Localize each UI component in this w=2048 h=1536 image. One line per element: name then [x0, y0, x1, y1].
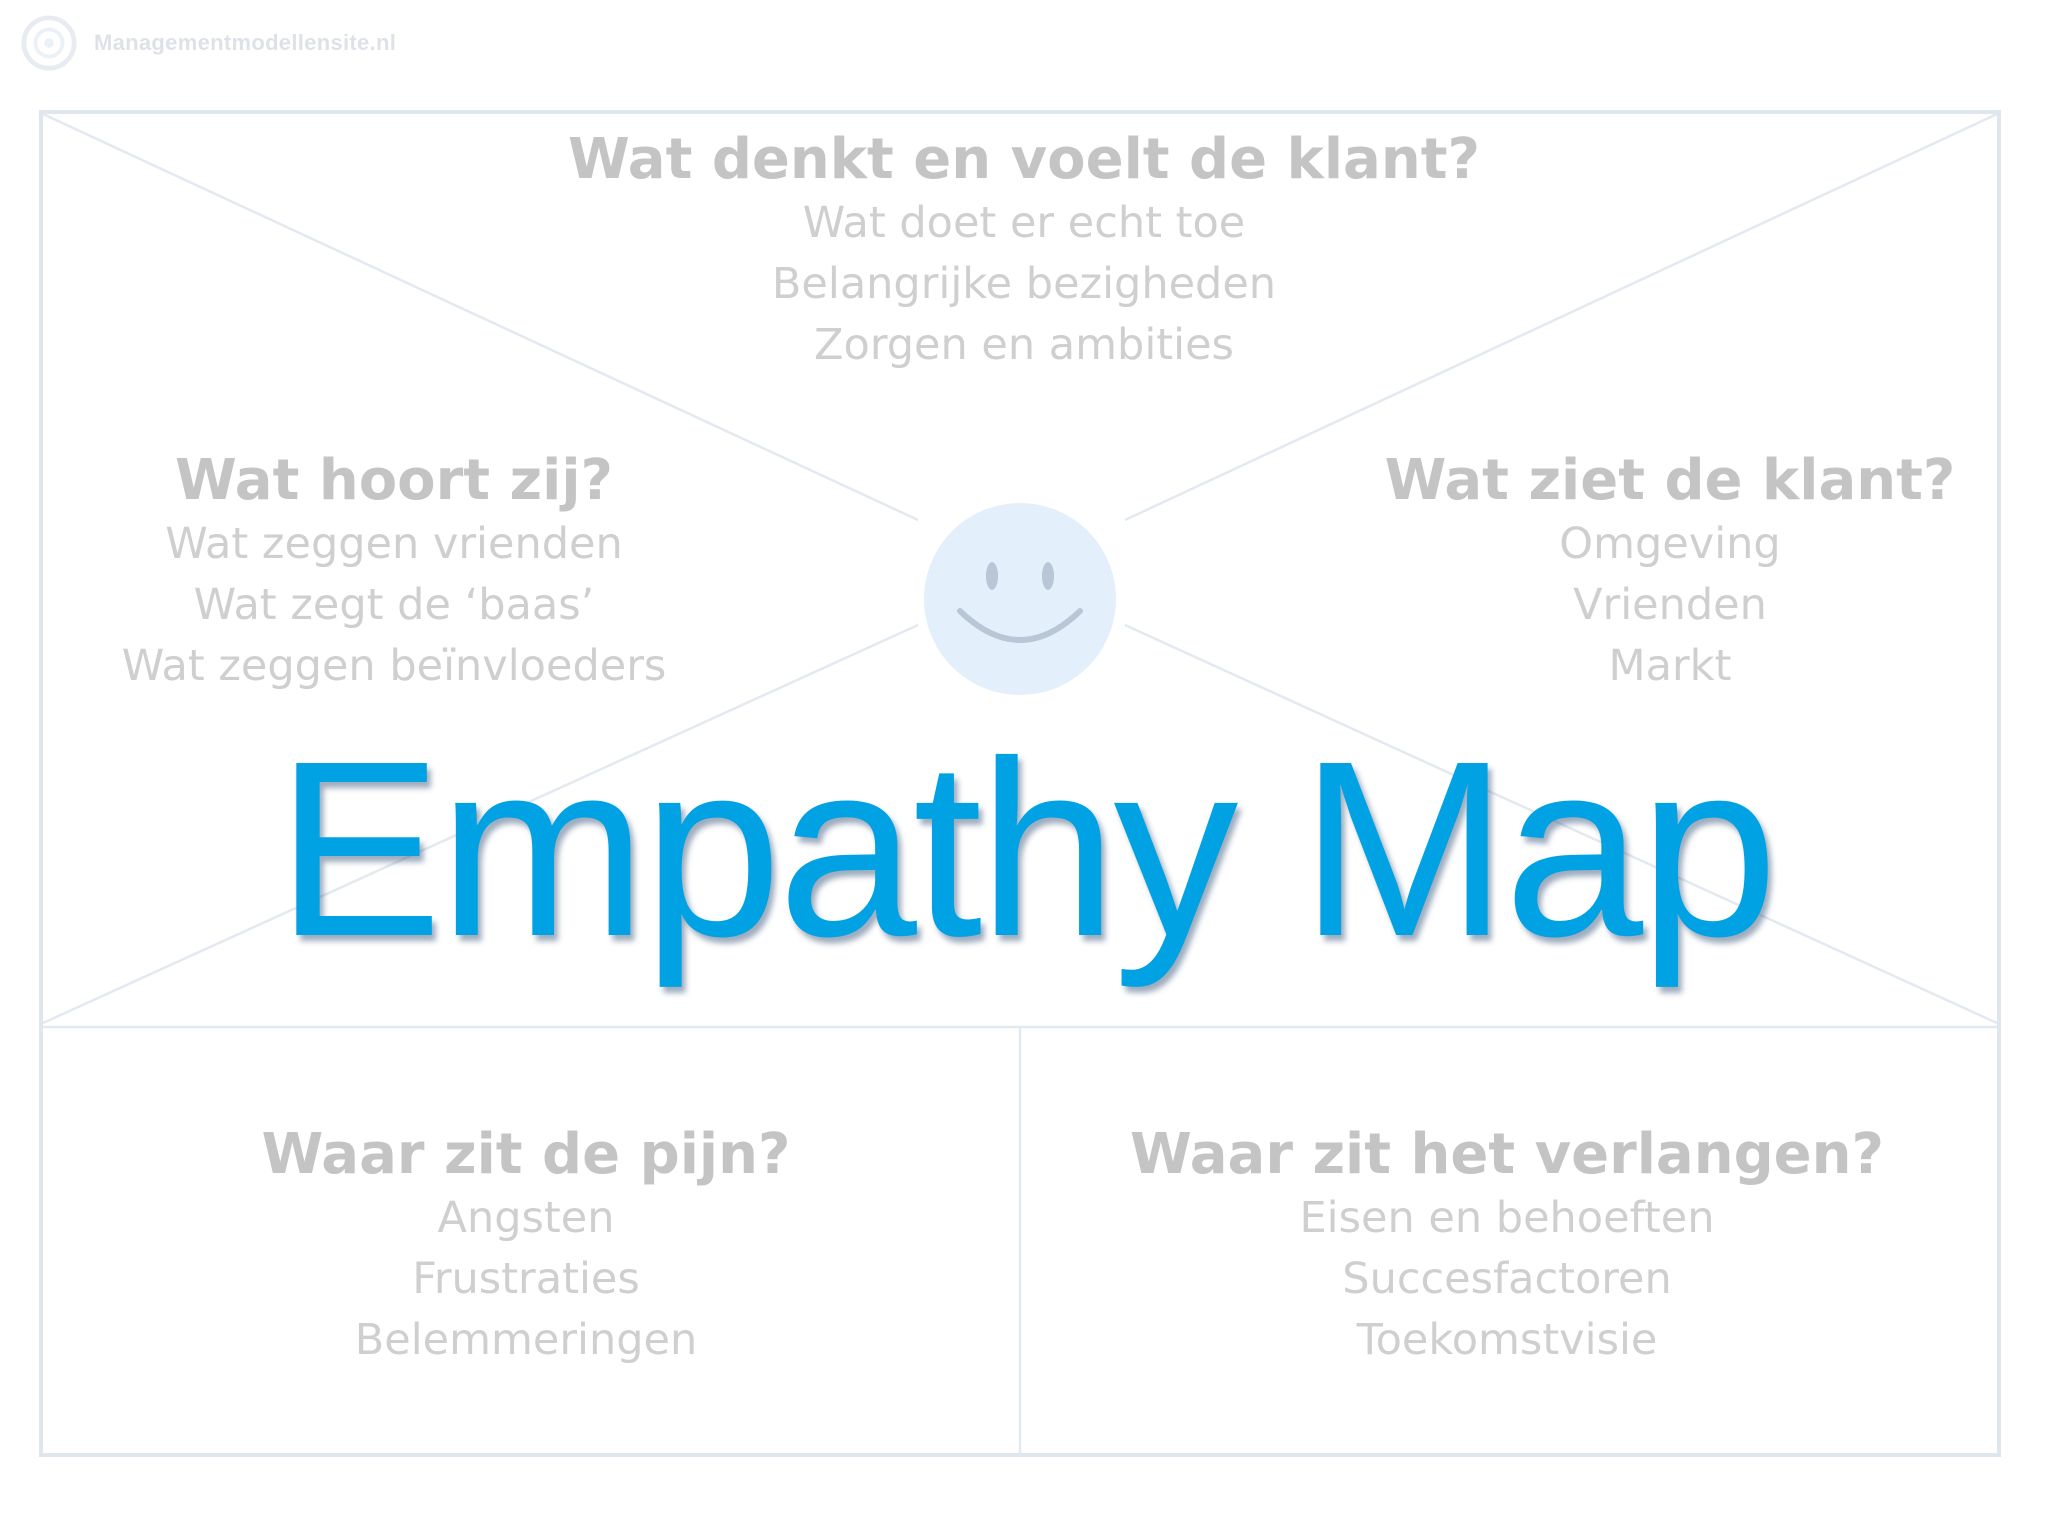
logo-text: Managementmodellensite.nl: [94, 30, 397, 55]
section-heading: Waar zit de pijn?: [261, 1122, 791, 1187]
section-item: Zorgen en ambities: [814, 320, 1234, 371]
section-item: Wat zeggen beïnvloeders: [121, 641, 667, 692]
site-logo: Managementmodellensite.nl: [20, 14, 396, 72]
smiley-face-icon: [924, 503, 1116, 695]
section-heading: Waar zit het verlangen?: [1129, 1122, 1884, 1187]
section-item: Succesfactoren: [1342, 1254, 1672, 1305]
section-gain: Waar zit het verlangen? Eisen en behoeft…: [1107, 1121, 1907, 1371]
section-item: Wat zegt de ‘baas’: [193, 580, 595, 631]
section-item: Vrienden: [1573, 580, 1767, 631]
section-item: Frustraties: [412, 1254, 640, 1305]
diagonal-bottom-left: [42, 623, 919, 1025]
section-item: Toekomstvisie: [1356, 1315, 1658, 1366]
section-heading: Wat denkt en voelt de klant?: [568, 127, 1480, 192]
logo-circle-icon: [21, 15, 77, 71]
section-item: Wat zeggen vrienden: [165, 519, 623, 570]
section-item: Wat doet er echt toe: [802, 198, 1246, 249]
section-hear: Wat hoort zij? Wat zeggen vrienden Wat z…: [94, 447, 694, 697]
map-frame: [39, 110, 2001, 1457]
diagonal-top-right: [1124, 112, 1998, 522]
section-item: Belemmeringen: [354, 1315, 698, 1366]
section-see: Wat ziet de klant? Omgeving Vrienden Mar…: [1370, 447, 1970, 697]
section-think-feel: Wat denkt en voelt de klant? Wat doet er…: [524, 126, 1524, 376]
diagonal-top-left: [42, 112, 919, 522]
section-heading: Wat ziet de klant?: [1384, 448, 1956, 513]
section-item: Belangrijke bezigheden: [771, 259, 1277, 310]
section-item: Omgeving: [1559, 519, 1781, 570]
page-title: Empathy Map: [275, 709, 1778, 988]
section-pain: Waar zit de pijn? Angsten Frustraties Be…: [226, 1121, 826, 1371]
section-item: Markt: [1608, 641, 1732, 692]
section-item: Angsten: [437, 1193, 615, 1244]
section-heading: Wat hoort zij?: [175, 448, 613, 513]
section-item: Eisen en behoeften: [1299, 1193, 1715, 1244]
diagonal-bottom-right: [1124, 623, 1998, 1025]
